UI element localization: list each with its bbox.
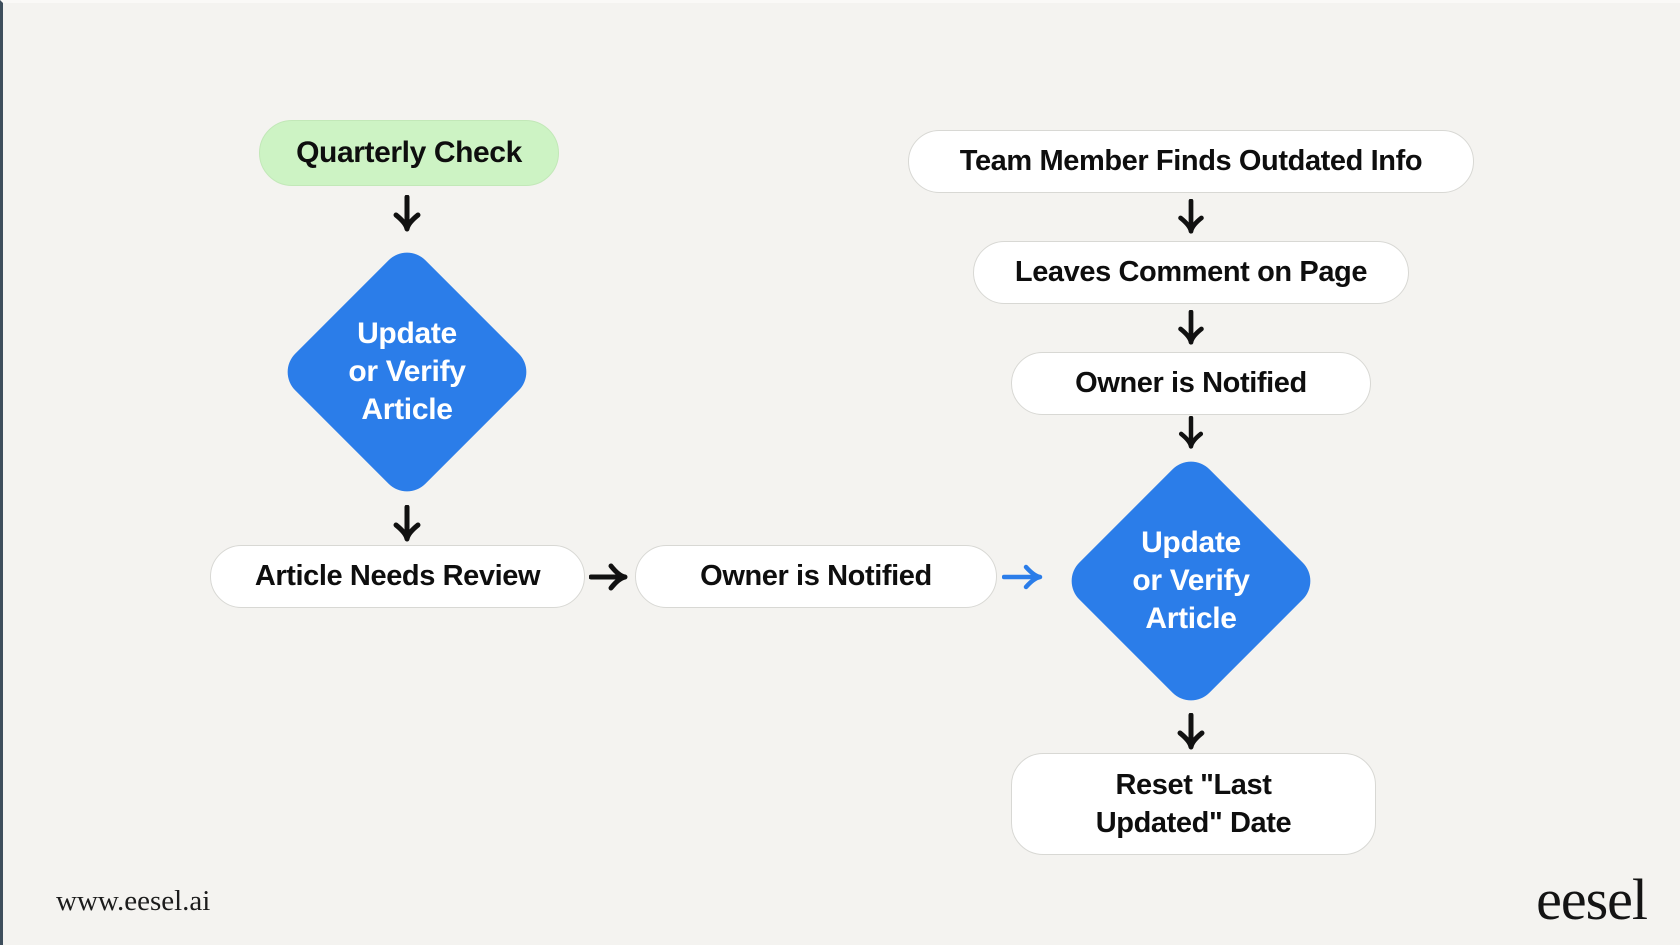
arrow-down-icon: [392, 195, 422, 233]
leaves-comment-node: Leaves Comment on Page: [973, 241, 1409, 304]
decision-label: Update or Verify Article: [348, 317, 466, 426]
eesel-brand-logo: eesel: [1536, 867, 1648, 932]
arrow-right-blue-icon: [1002, 563, 1044, 591]
arrow-down-icon: [1176, 416, 1206, 450]
decision-label: Update or Verify Article: [1132, 526, 1250, 635]
footer-website-url: www.eesel.ai: [56, 885, 211, 917]
arrow-down-icon: [1176, 310, 1206, 346]
article-needs-review-node: Article Needs Review: [210, 545, 585, 608]
arrow-right-icon: [589, 562, 629, 592]
decision-diamond-manual: Update or Verify Article: [1060, 450, 1322, 712]
reset-last-updated-node: Reset "Last Updated" Date: [1011, 753, 1376, 855]
arrow-down-icon: [392, 505, 422, 543]
decision-diamond-quarterly: Update or Verify Article: [276, 241, 538, 503]
arrow-down-icon: [1176, 713, 1206, 751]
owner-notified-node-manual: Owner is Notified: [1011, 352, 1371, 415]
team-member-finds-node: Team Member Finds Outdated Info: [908, 130, 1474, 193]
owner-notified-node-quarterly: Owner is Notified: [635, 545, 997, 608]
start-node-quarterly-check: Quarterly Check: [259, 120, 559, 186]
arrow-down-icon: [1176, 199, 1206, 235]
